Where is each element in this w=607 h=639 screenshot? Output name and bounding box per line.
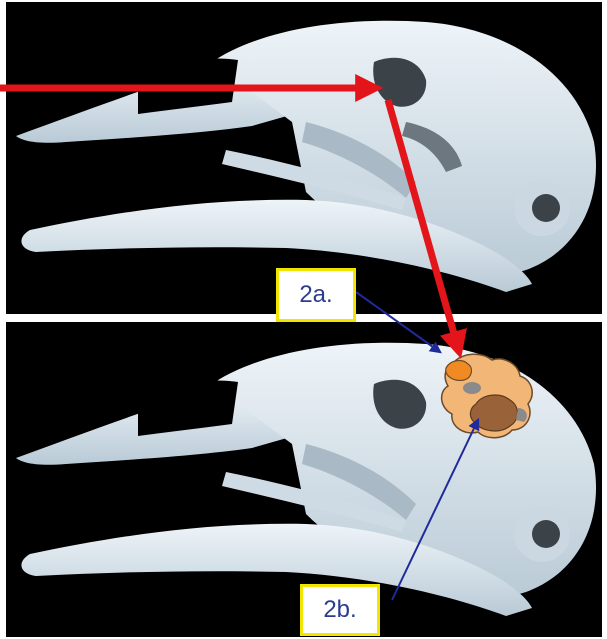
skull-shape bbox=[16, 21, 596, 292]
highlighted-brain-region bbox=[442, 354, 533, 438]
label-2a-text: 2a. bbox=[299, 281, 332, 309]
label-2a: 2a. bbox=[276, 268, 356, 322]
label-2b: 2b. bbox=[300, 584, 380, 636]
label-2b-text: 2b. bbox=[323, 596, 356, 624]
